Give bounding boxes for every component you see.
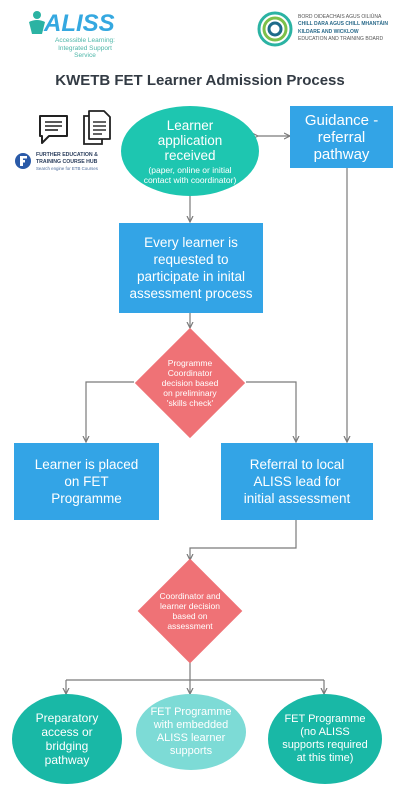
node-referral-aliss-lead: Referral to local ALISS lead for initial…: [221, 443, 373, 520]
decision2-label: Coordinator and learner decision based o…: [159, 591, 221, 631]
kwetb-logo: BORD OIDEACHAIS AGUS OILIÚNA CHILL DARA …: [256, 10, 388, 50]
decision-programme-coordinator: Programme Coordinator decision based on …: [131, 327, 249, 439]
node-application-title: Learner application received: [157, 117, 223, 163]
document-icon: [83, 110, 111, 145]
aliss-tagline: Accessible Learning: Integrated Support …: [55, 37, 115, 59]
fet-hub-line1: FURTHER EDUCATION &: [36, 152, 98, 158]
kwetb-line2: CHILL DARA AGUS CHILL MHANTÁIN: [298, 21, 388, 27]
node-learner-placed: Learner is placed on FET Programme: [14, 443, 159, 520]
kwetb-line4: EDUCATION AND TRAINING BOARD: [298, 36, 384, 42]
node-fet-embedded-supports: FET Programme with embedded ALISS learne…: [136, 694, 246, 770]
connector-referral-decision2: [190, 520, 297, 560]
node-guidance-referral: Guidance - referral pathway: [290, 106, 393, 168]
node-application-received: Learner application received (paper, onl…: [121, 106, 259, 196]
fet-hub-line2: TRAINING COURSE HUB: [36, 159, 98, 165]
node-fet-no-supports: FET Programme (no ALISS supports require…: [268, 694, 382, 784]
aliss-wordmark: ALISS: [44, 10, 115, 37]
node-application-detail: (paper, online or initial contact with c…: [143, 164, 237, 185]
node-initial-assessment: Every learner is requested to participat…: [119, 223, 263, 313]
page-title: KWETB FET Learner Admission Process: [55, 72, 345, 89]
kwetb-line3: KILDARE AND WICKLOW: [298, 29, 359, 35]
kwetb-emblem-icon: [257, 11, 293, 47]
aliss-figure-icon: [29, 11, 45, 34]
aliss-logo: ALISS Accessible Learning: Integrated Su…: [26, 10, 136, 59]
kwetb-line1: BORD OIDEACHAIS AGUS OILIÚNA: [298, 14, 382, 20]
fet-hub-line3: Search engine for ETB Courses: [36, 166, 98, 171]
connector-decision1-referral: [246, 381, 296, 442]
fet-course-hub-logo: FURTHER EDUCATION & TRAINING COURSE HUB …: [14, 150, 118, 176]
decision1-label: Programme Coordinator decision based on …: [161, 358, 219, 408]
node-preparatory-pathway: Preparatory access or bridging pathway: [12, 694, 122, 784]
fet-hub-emblem-icon: [15, 153, 31, 169]
chat-icon: [39, 115, 68, 144]
connector-decision1-placed: [86, 381, 134, 442]
decision-coordinator-learner: Coordinator and learner decision based o…: [131, 558, 249, 664]
